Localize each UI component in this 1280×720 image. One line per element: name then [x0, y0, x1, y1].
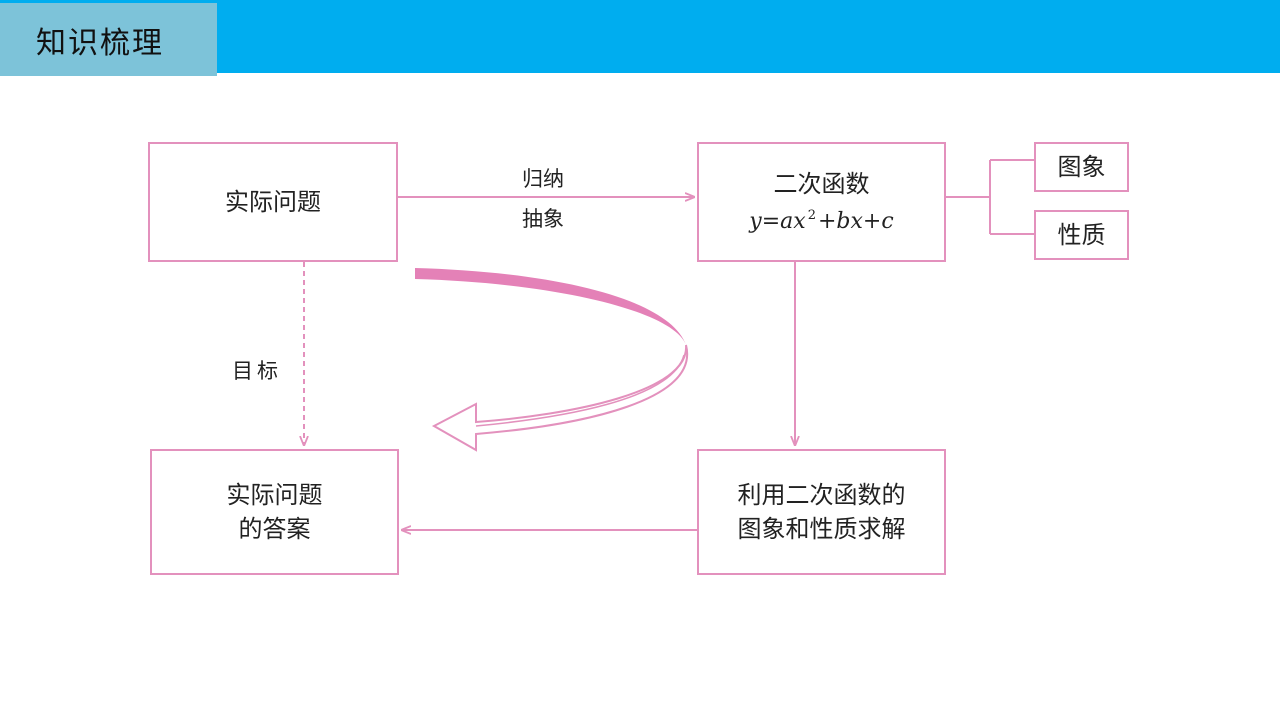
label-induce: 归纳 — [522, 167, 564, 191]
label-goal: 目标 — [232, 359, 282, 383]
box-solve-line1: 利用二次函数的 — [737, 481, 906, 509]
curved-arrow-inner-line — [475, 354, 685, 427]
section-title: 知识梳理 — [0, 3, 217, 76]
box-practical-problem: 实际问题 — [148, 142, 398, 262]
label-abstract: 抽象 — [522, 207, 564, 231]
box-practical-problem-text: 实际问题 — [225, 188, 321, 216]
curved-arrow-band — [415, 268, 686, 345]
box-property: 性质 — [1034, 210, 1129, 260]
box-solve: 利用二次函数的 图象和性质求解 — [697, 449, 946, 575]
box-solve-line2: 图象和性质求解 — [737, 515, 906, 543]
box-answer: 实际问题 的答案 — [150, 449, 399, 575]
quadratic-title: 二次函数 — [773, 170, 870, 198]
box-answer-line1: 实际问题 — [226, 481, 323, 509]
box-property-text: 性质 — [1057, 221, 1106, 249]
box-graph-text: 图象 — [1057, 153, 1106, 181]
box-graph: 图象 — [1034, 142, 1129, 192]
box-answer-line2: 的答案 — [238, 515, 311, 543]
curved-arrow-outline — [431, 344, 689, 452]
